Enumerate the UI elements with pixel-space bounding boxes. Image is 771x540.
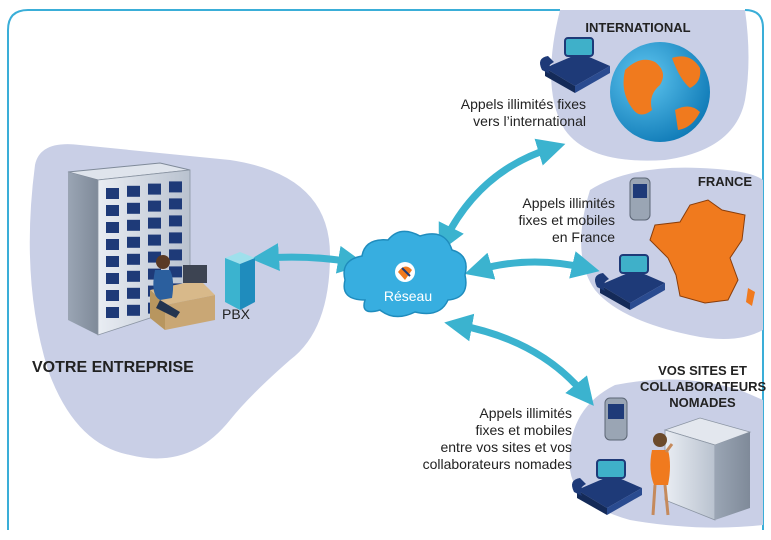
france-description: Appels illimités fixes et mobiles en Fra… <box>480 195 615 246</box>
frame-border-right <box>744 9 764 530</box>
building-window <box>148 234 161 246</box>
sites-description: Appels illimités fixes et mobiles entre … <box>390 405 572 473</box>
sites-title-line: NOMADES <box>669 395 736 410</box>
building-window <box>106 273 119 284</box>
desk-phone-france <box>595 254 665 310</box>
sites-title: VOS SITES ET COLLABORATEURS NOMADES <box>640 363 767 411</box>
sites-desc-line: Appels illimités <box>479 405 572 421</box>
building-window <box>106 290 119 301</box>
building-window <box>106 239 119 250</box>
building-window <box>148 200 161 212</box>
sites-desc-line: fixes et mobiles <box>475 422 572 438</box>
building-window <box>106 256 119 267</box>
desk-phone-international <box>540 37 610 93</box>
arrow-network-sites <box>444 313 594 406</box>
france-desc-line: fixes et mobiles <box>518 212 615 228</box>
arrow-network-france <box>464 251 600 280</box>
building-window <box>127 304 140 316</box>
arrow-network-international <box>438 138 566 253</box>
sites-desc-line: collaborateurs nomades <box>422 456 572 472</box>
international-title: INTERNATIONAL <box>585 20 691 35</box>
network-label: Réseau <box>383 288 433 304</box>
building-window <box>127 202 140 214</box>
building-window <box>127 270 140 282</box>
france-desc-line: Appels illimités <box>522 195 615 211</box>
building-window <box>127 219 140 231</box>
france-desc-line: en France <box>551 229 615 245</box>
sites-desc-line: entre vos sites et vos <box>440 439 572 455</box>
building-window <box>169 198 182 210</box>
france-title: FRANCE <box>697 174 753 189</box>
building-window <box>106 205 119 216</box>
building-window <box>169 215 182 227</box>
building-window <box>127 287 140 299</box>
globe-icon <box>610 42 710 142</box>
building-window <box>148 251 161 263</box>
international-desc-line: Appels illimités fixes <box>460 96 586 112</box>
france-map-icon <box>649 199 755 306</box>
building-window <box>106 188 119 199</box>
mobile-phone-france <box>629 177 651 221</box>
remote-site-building <box>663 417 752 521</box>
building-window <box>106 307 119 318</box>
building-window <box>127 236 140 248</box>
building-window <box>148 183 161 195</box>
pbx-server <box>225 252 255 310</box>
company-label: VOTRE ENTREPRISE <box>32 359 194 376</box>
building-window <box>106 222 119 233</box>
building-window <box>169 181 182 193</box>
frame-border <box>7 9 560 530</box>
building-window <box>127 253 140 265</box>
building-window <box>148 217 161 229</box>
international-description: Appels illimités fixes vers l’internatio… <box>410 96 586 130</box>
pbx-label: PBX <box>222 306 251 322</box>
building-window <box>127 185 140 197</box>
desk-phone-sites <box>572 459 642 515</box>
nomad-worker <box>650 433 674 516</box>
mobile-phone-sites <box>604 397 628 441</box>
building-window <box>169 249 182 261</box>
operator-logo-icon <box>395 262 415 282</box>
employee-at-desk <box>150 255 215 330</box>
building-window <box>169 232 182 244</box>
sites-title-line: COLLABORATEURS <box>640 379 767 394</box>
international-desc-line: vers l’international <box>473 113 586 129</box>
arrow-pbx-network <box>251 243 366 274</box>
building-window <box>169 266 182 278</box>
sites-title-line: VOS SITES ET <box>658 363 747 378</box>
